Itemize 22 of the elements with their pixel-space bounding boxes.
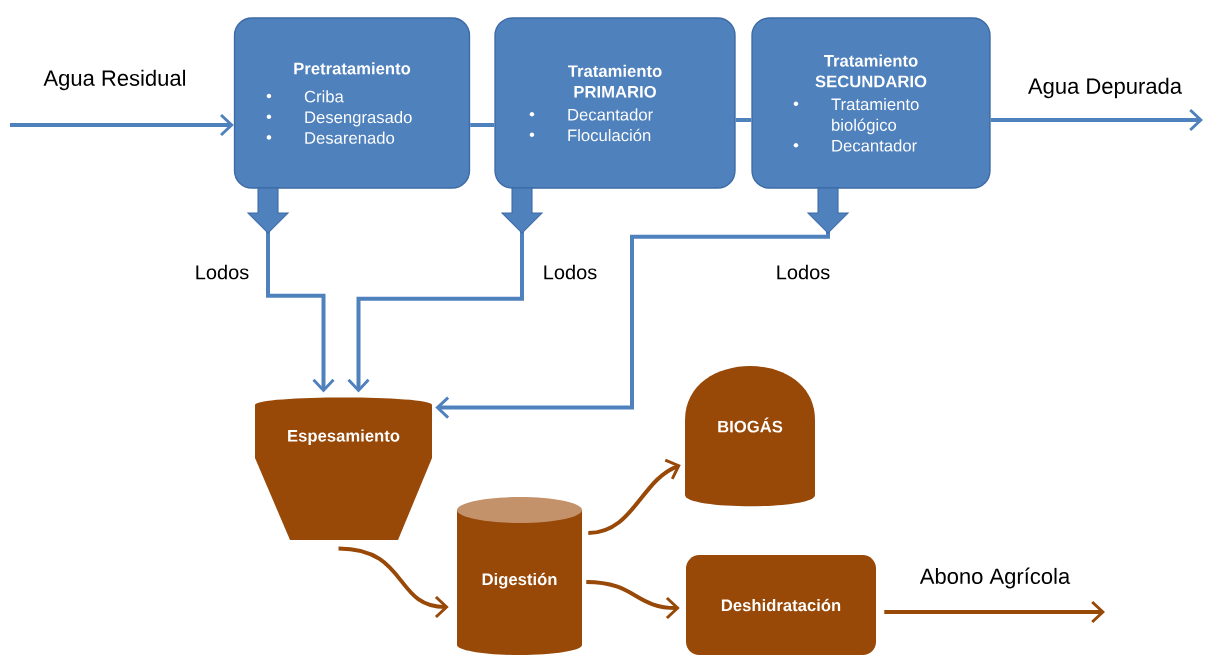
edge-label: Agua Depurada (1026, 76, 1184, 100)
edge-label: Abono Agrícola (918, 566, 1072, 590)
edge-label: Agua Residual (42, 68, 188, 92)
process-box: Pretratamiento Criba Desengrasado Desarenado (233, 17, 471, 189)
arrow (990, 108, 1203, 132)
edge-label: Lodos (193, 263, 251, 281)
process-box: Tratamiento PRIMARIO Decantador Floculación (494, 17, 736, 189)
thickener-tank: Espesamiento (255, 397, 432, 540)
arrow (588, 458, 681, 535)
digester-tank: Digestión (457, 497, 582, 655)
edge-label: Lodos (774, 263, 832, 281)
arrow (884, 600, 1105, 624)
arrow (586, 580, 680, 620)
arrow (347, 187, 544, 393)
arrow (246, 187, 335, 393)
arrow (338, 546, 449, 619)
arrow (435, 187, 850, 419)
process-box: Tratamiento SECUNDARIO Tratamiento biológico Decantador (751, 17, 991, 189)
edge-label: Lodos (541, 263, 599, 281)
process-box: Deshidratación (686, 555, 876, 655)
arrow (10, 113, 234, 137)
gas-dome: BIOGÁS (685, 366, 815, 507)
